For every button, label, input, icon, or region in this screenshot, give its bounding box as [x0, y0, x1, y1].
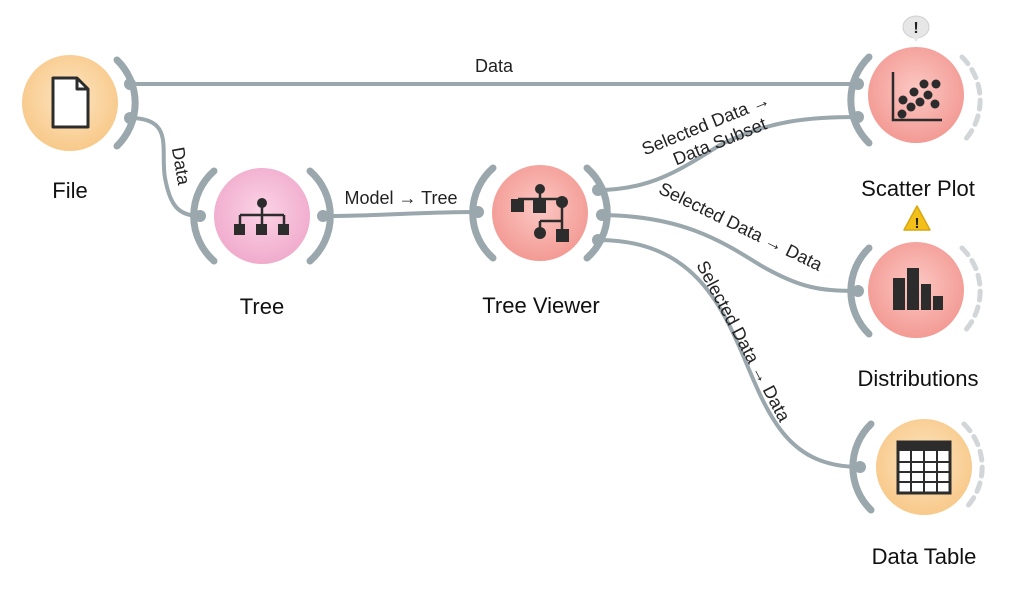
- tree-viewer-output-port[interactable]: [592, 234, 604, 246]
- info-icon: !: [913, 20, 918, 37]
- tree-viewer-input-port[interactable]: [472, 206, 484, 218]
- distributions-icon: [893, 268, 943, 310]
- node-distributions-label: Distributions: [857, 366, 978, 391]
- data-table-input-port[interactable]: [854, 461, 866, 473]
- link-label-tree-viewer: Model → Tree: [344, 188, 457, 208]
- node-distributions[interactable]: ! Distributions: [847, 205, 983, 391]
- node-data-table[interactable]: Data Table: [849, 419, 985, 569]
- link-label-file-scatter: Data: [475, 56, 514, 76]
- node-tree[interactable]: Tree: [190, 167, 334, 319]
- distributions-input-port[interactable]: [852, 285, 864, 297]
- tree-viewer-output-port[interactable]: [596, 209, 608, 221]
- link-label-viewer-table: Selected Data → Data: [692, 257, 794, 425]
- data-table-icon: [896, 440, 952, 495]
- node-tree-label: Tree: [240, 294, 284, 319]
- scatter-plot-info-badge[interactable]: !: [902, 15, 930, 42]
- node-scatter-plot[interactable]: ! Scatter Plot: [847, 15, 983, 201]
- node-data-table-label: Data Table: [872, 544, 977, 569]
- tree-icon: [234, 198, 289, 235]
- node-file[interactable]: File: [22, 55, 139, 203]
- node-scatter-plot-label: Scatter Plot: [861, 176, 975, 201]
- node-tree-viewer[interactable]: Tree Viewer: [469, 164, 611, 318]
- warning-icon: !: [915, 215, 920, 232]
- link-file-tree[interactable]: Data: [128, 116, 202, 218]
- link-viewer-scatter[interactable]: Selected Data → Data Subset: [596, 90, 860, 192]
- tree-output-port[interactable]: [317, 210, 329, 222]
- link-file-scatter[interactable]: Data: [128, 56, 860, 86]
- link-viewer-distributions[interactable]: Selected Data → Data: [596, 178, 860, 293]
- file-output-port[interactable]: [124, 112, 136, 124]
- scatter-plot-icon: [891, 72, 942, 122]
- tree-viewer-output-port[interactable]: [592, 184, 604, 196]
- node-tree-viewer-label: Tree Viewer: [482, 293, 599, 318]
- link-label-file-tree: Data: [168, 145, 194, 187]
- link-viewer-table[interactable]: Selected Data → Data: [596, 238, 862, 469]
- tree-input-port[interactable]: [194, 210, 206, 222]
- tree-viewer-icon: [511, 184, 569, 242]
- link-tree-viewer[interactable]: Model → Tree: [321, 188, 480, 218]
- scatter-plot-input-port[interactable]: [852, 111, 864, 123]
- file-icon: [51, 76, 90, 129]
- node-file-label: File: [52, 178, 87, 203]
- scatter-plot-input-port[interactable]: [852, 78, 864, 90]
- distributions-warning-badge[interactable]: !: [903, 205, 931, 232]
- file-output-port[interactable]: [124, 78, 136, 90]
